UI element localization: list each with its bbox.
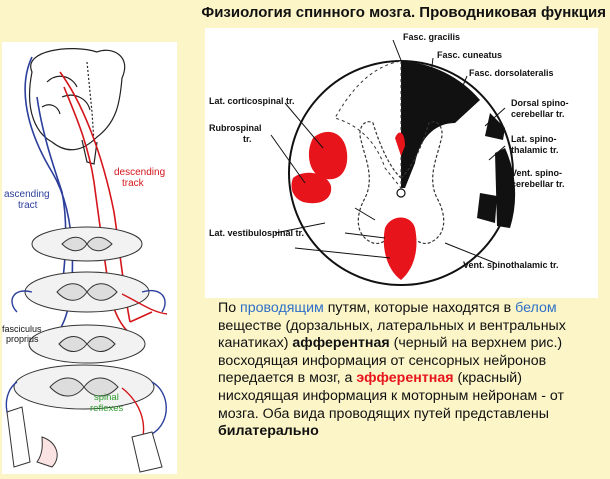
- caption-p7: (черный на верхнем рис.) восходящая инфо…: [218, 335, 563, 387]
- caption-afferent: афферентная: [292, 335, 390, 352]
- leader-lines: [270, 39, 511, 264]
- spinal-segment-4: [13, 364, 155, 410]
- descending-label-1: descending: [114, 167, 165, 178]
- description-text: По проводящим путям, которые находятся в…: [218, 300, 606, 441]
- efferent-lateral-corticospinal: [308, 131, 348, 180]
- gray-matter-outline: [357, 121, 445, 244]
- label-lat-spinothalamic-1: Lat. spino-: [511, 134, 557, 144]
- brain-section: [28, 48, 126, 165]
- afferent-lateral-band: [495, 148, 516, 228]
- caption-p1: По: [218, 300, 241, 316]
- spinal-reflexes-label-1: spinal: [94, 392, 119, 403]
- caption-conducting: проводящим: [240, 300, 324, 316]
- slide-title: Физиология спинного мозга. Проводниковая…: [201, 4, 606, 21]
- ascending-label-1: ascending: [4, 189, 50, 200]
- efferent-rubrospinal: [291, 172, 332, 204]
- pathways-figure: descending track ascending tract fascicu…: [2, 42, 177, 474]
- label-dorsal-spinocerebellar-1: Dorsal spino-: [511, 98, 569, 108]
- caption-p9: (красный) нисходящая информация к моторн…: [218, 370, 564, 422]
- caption-bilateral: билатерально: [218, 423, 319, 440]
- spinal-reflexes-label-2: reflexes: [90, 403, 124, 414]
- label-lat-corticospinal: Lat. corticospinal tr.: [209, 96, 295, 106]
- reflex-limbs: [6, 406, 163, 473]
- label-lat-vestibulospinal: Lat. vestibulospinal tr.: [209, 228, 304, 238]
- pathways-diagram: descending track ascending tract fascicu…: [2, 48, 168, 473]
- caption-white: белом: [515, 300, 557, 316]
- cross-section-diagram: Fasc. gracilis Fasc. cuneatus Fasc. dors…: [209, 32, 569, 286]
- caption-p5: веществе (дорзальных, латеральных и вент…: [218, 317, 566, 352]
- label-fasc-dorsolateralis: Fasc. dorsolateralis: [469, 68, 554, 78]
- label-vent-spinocerebellar-2: cerebellar tr.: [511, 179, 565, 189]
- descending-label-2: track: [122, 178, 145, 189]
- afferent-dorsal-spinocerebellar: [485, 113, 505, 140]
- caption-efferent: эфферентная: [356, 370, 454, 387]
- spinal-segment-1: [31, 226, 143, 262]
- central-canal: [396, 188, 406, 198]
- spinal-segment-2: [24, 271, 150, 313]
- ascending-label-2: tract: [18, 200, 38, 211]
- label-vent-spinothalamic: Vent. spinothalamic tr.: [463, 260, 559, 270]
- fasciculus-label-2: proprius: [6, 334, 39, 344]
- label-fasc-gracilis: Fasc. gracilis: [403, 32, 460, 42]
- afferent-spinothalamic: [477, 193, 497, 223]
- label-dorsal-spinocerebellar-2: cerebellar tr.: [511, 109, 565, 119]
- label-vent-spinocerebellar-1: Vent. spino-: [511, 168, 562, 178]
- efferent-ventral-tracts: [383, 217, 417, 280]
- label-lat-spinothalamic-2: thalamic tr.: [511, 145, 559, 155]
- fasciculus-label-1: fasciculus: [2, 324, 42, 334]
- label-rubrospinal-1: Rubrospinal: [209, 123, 262, 133]
- efferent-dorsal-small: [395, 132, 405, 156]
- label-fasc-cuneatus: Fasc. cuneatus: [437, 50, 502, 60]
- spinal-cross-section-figure: Fasc. gracilis Fasc. cuneatus Fasc. dors…: [205, 28, 598, 298]
- ascending-tract-lines: [24, 56, 74, 348]
- caption-p3: путям, которые находятся в: [323, 300, 516, 316]
- spinal-segment-3: [28, 324, 146, 364]
- label-rubrospinal-2: tr.: [243, 134, 252, 144]
